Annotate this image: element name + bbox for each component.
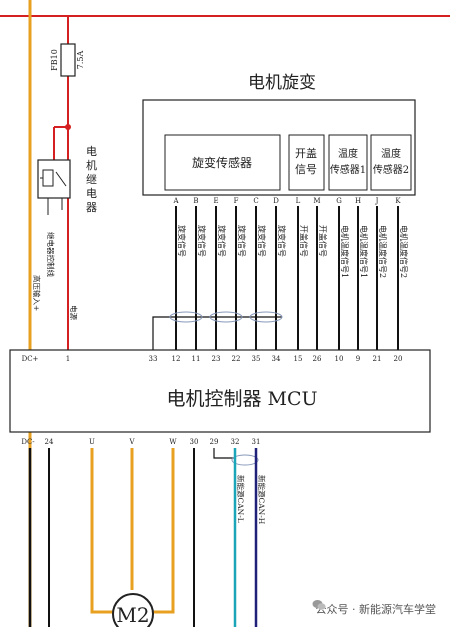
- svg-text:继: 继: [86, 173, 97, 186]
- svg-text:电: 电: [86, 187, 97, 200]
- svg-text:DC-: DC-: [21, 438, 35, 446]
- svg-text:旋变信号: 旋变信号: [217, 225, 227, 257]
- svg-text:9: 9: [356, 355, 360, 363]
- svg-text:B: B: [193, 197, 198, 205]
- temp-sensor2-label-2: 传感器2: [373, 163, 409, 176]
- mcu-box: [9, 349, 431, 433]
- temp-sensor2-label-1: 温度: [381, 147, 401, 160]
- can-high-label: 新能源CAN-H: [257, 475, 267, 525]
- temp-sensor1-label-1: 温度: [338, 147, 358, 160]
- svg-text:L: L: [296, 197, 301, 205]
- open-cover-label-2: 信号: [295, 163, 317, 176]
- svg-text:U: U: [89, 438, 95, 446]
- motor-symbol: [112, 593, 154, 627]
- svg-text:电机温度信号1: 电机温度信号1: [359, 225, 369, 278]
- svg-text:20: 20: [394, 355, 403, 363]
- can-shield-wire: [213, 448, 234, 459]
- svg-text:D: D: [273, 197, 279, 205]
- svg-text:1: 1: [66, 355, 70, 363]
- svg-text:机: 机: [86, 158, 97, 172]
- svg-text:J: J: [375, 197, 379, 205]
- can-twist-mark: [231, 454, 259, 466]
- svg-text:K: K: [395, 197, 401, 205]
- svg-text:H: H: [355, 197, 361, 205]
- svg-text:35: 35: [252, 355, 261, 363]
- svg-text:26: 26: [313, 355, 322, 363]
- svg-text:开盖信号: 开盖信号: [318, 225, 328, 257]
- temp-sensor1-label-2: 传感器1: [330, 163, 366, 176]
- fuse-rating: 7.5A: [76, 51, 85, 70]
- watermark: 公众号 · 新能源汽车学堂: [311, 599, 440, 619]
- fuse-symbol: [60, 43, 76, 77]
- temp-sensor2-box: [370, 134, 412, 191]
- svg-text:30: 30: [190, 438, 199, 446]
- svg-text:10: 10: [335, 355, 344, 363]
- shield-wire: [152, 316, 282, 350]
- svg-text:24: 24: [45, 438, 54, 446]
- open-cover-label-1: 开盖: [295, 146, 317, 160]
- mcu-bottom-pins: DC- 24 U V W 30 29 32 31: [21, 438, 260, 446]
- svg-text:29: 29: [210, 438, 219, 446]
- svg-text:15: 15: [294, 355, 303, 363]
- twisted-pair-marks: [169, 311, 283, 323]
- svg-text:F: F: [234, 197, 239, 205]
- fuse-label: FB10: [50, 49, 59, 71]
- svg-text:33: 33: [149, 355, 158, 363]
- wechat-icon: [312, 600, 325, 610]
- svg-text:12: 12: [172, 355, 181, 363]
- resolver-box-title: 电机旋变: [248, 73, 316, 93]
- svg-text:34: 34: [272, 355, 281, 363]
- relay-symbol: [37, 159, 71, 199]
- svg-text:旋变信号: 旋变信号: [197, 225, 207, 257]
- svg-text:旋变信号: 旋变信号: [177, 225, 187, 257]
- svg-text:32: 32: [231, 438, 240, 446]
- motor-phase-wires: [90, 448, 175, 614]
- can-low-label: 新能源CAN-L: [236, 475, 246, 523]
- svg-text:22: 22: [232, 355, 241, 363]
- svg-text:G: G: [336, 197, 342, 205]
- svg-text:E: E: [213, 197, 218, 205]
- svg-text:旋变信号: 旋变信号: [277, 225, 287, 257]
- svg-text:器: 器: [86, 201, 97, 214]
- svg-text:开盖信号: 开盖信号: [299, 225, 309, 257]
- power-label: 电源: [69, 305, 79, 320]
- svg-text:电机温度信号2: 电机温度信号2: [378, 225, 388, 278]
- svg-text:21: 21: [373, 355, 382, 363]
- svg-text:11: 11: [192, 355, 201, 363]
- watermark-text: 公众号 · 新能源汽车学堂: [315, 603, 437, 616]
- relay-label: 电 机 继 电 器: [86, 145, 97, 214]
- svg-text:V: V: [128, 438, 135, 446]
- signal-wires: [175, 206, 399, 350]
- mcu-top-pins: DC+ 1 33 12 11 23 22 35 34 15 26 10 9 21…: [22, 355, 403, 363]
- svg-text:旋变信号: 旋变信号: [257, 225, 267, 257]
- mcu-label: 电机控制器 MCU: [166, 388, 317, 410]
- resolver-sensor-label: 旋变传感器: [192, 155, 252, 170]
- svg-text:23: 23: [212, 355, 221, 363]
- svg-text:旋变信号: 旋变信号: [237, 225, 247, 257]
- signal-labels: 旋变信号 旋变信号 旋变信号 旋变信号 旋变信号 旋变信号 开盖信号 开盖信号 …: [177, 225, 409, 278]
- svg-text:M: M: [313, 197, 320, 205]
- svg-text:电: 电: [86, 145, 97, 158]
- motor-label: M2: [116, 603, 149, 627]
- resolver-sensor-box: [164, 134, 281, 191]
- relay-wire-label: 继电器控制线: [46, 232, 56, 277]
- svg-text:C: C: [253, 197, 258, 205]
- svg-text:电机温度信号1: 电机温度信号1: [340, 225, 350, 278]
- svg-text:A: A: [172, 197, 179, 205]
- svg-text:DC+: DC+: [22, 355, 39, 363]
- hv-interlock-label: 高压输入+: [32, 275, 42, 311]
- svg-text:电机温度信号2: 电机温度信号2: [399, 225, 409, 278]
- svg-text:W: W: [169, 438, 177, 446]
- resolver-box: [142, 99, 416, 196]
- open-cover-box: [288, 134, 325, 191]
- temp-sensor1-box: [328, 134, 368, 191]
- connector-letters: A B E F C D L M G H J K: [172, 197, 401, 205]
- svg-text:31: 31: [252, 438, 261, 446]
